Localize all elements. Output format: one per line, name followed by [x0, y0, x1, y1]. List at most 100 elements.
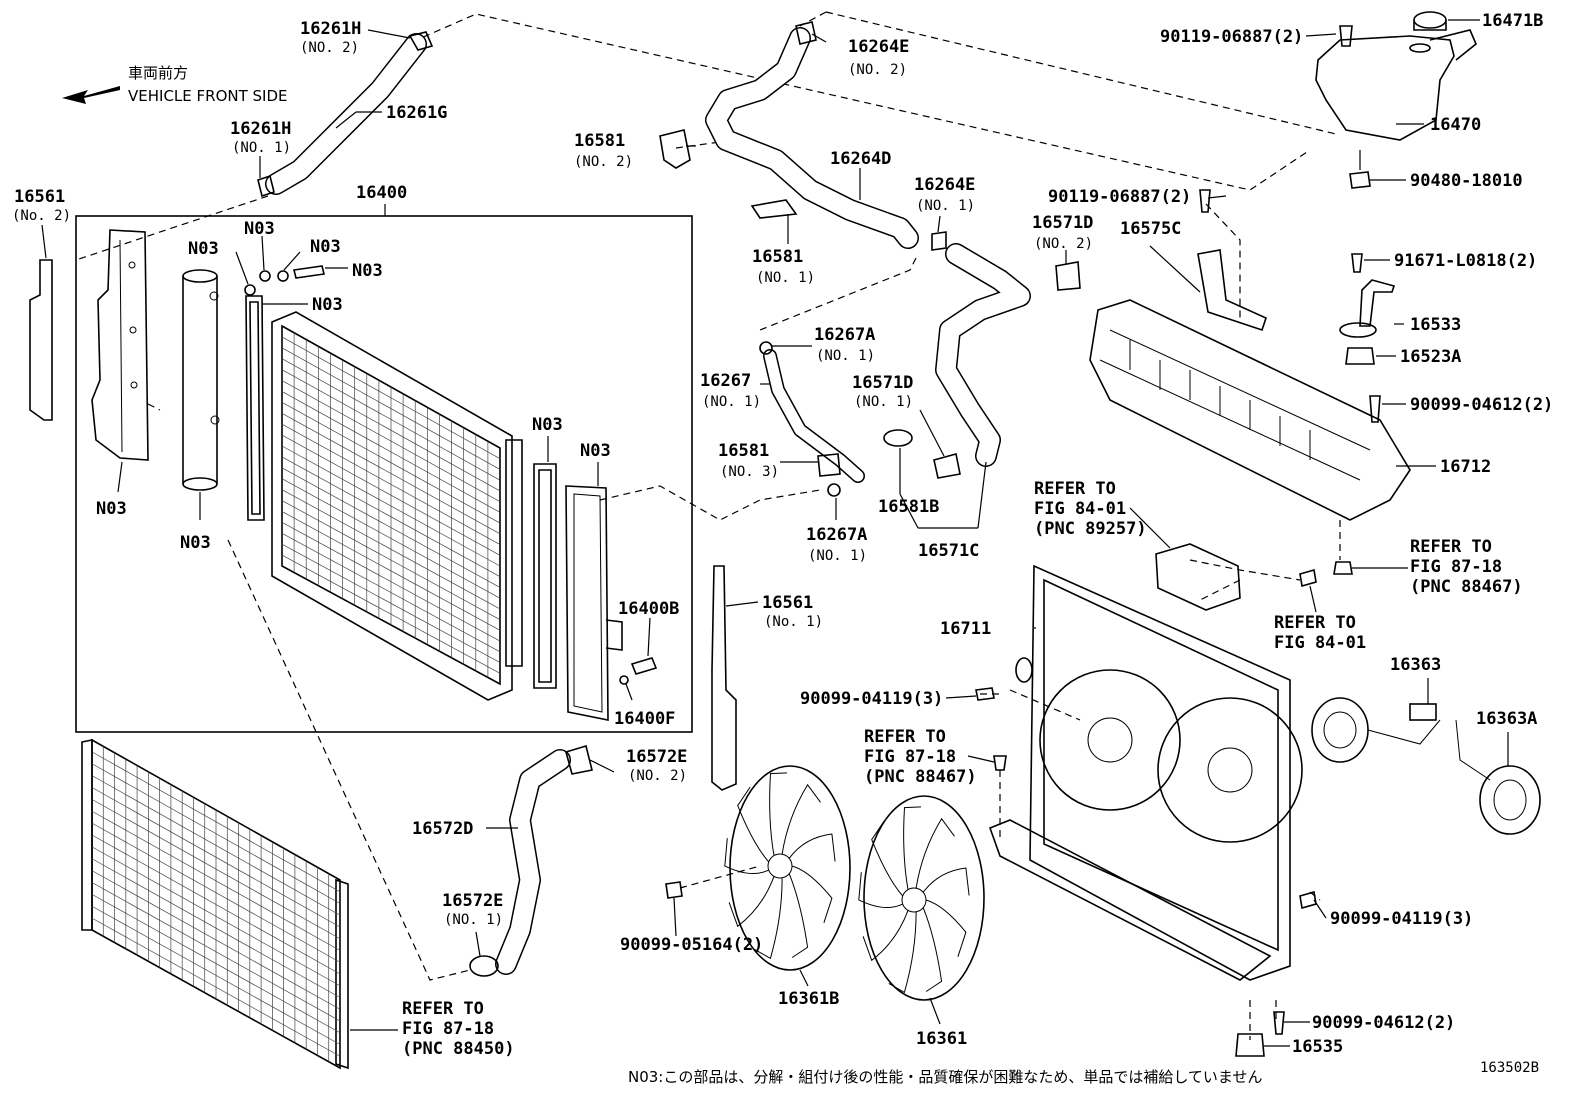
refer-87-18-right-l1: REFER TO	[1410, 537, 1492, 557]
label-90119-mid: 90119-06887(2)	[1048, 187, 1191, 207]
label-16561-no2-sub: (No. 2)	[12, 208, 71, 224]
label-n03-c: N03	[310, 237, 341, 257]
refer-87-18-right-l3: (PNC 88467)	[1410, 577, 1523, 597]
clip-16261H-no1	[257, 174, 275, 198]
label-n03-d: N03	[352, 261, 383, 281]
hose-16571C	[935, 243, 1031, 467]
label-16400: 16400	[356, 183, 407, 203]
bolt-90099-04612-top	[1369, 395, 1381, 423]
label-16363: 16363	[1390, 655, 1441, 675]
refer-87-18-bottom-l2: FIG 87-18	[402, 1019, 494, 1039]
vehicle-front-arrow-icon	[62, 86, 120, 104]
refer-84-01-pnc-l2: FIG 84-01	[1034, 499, 1126, 519]
label-n03-i: N03	[580, 441, 611, 461]
label-16571D-no1-sub: (NO. 1)	[854, 394, 913, 410]
reservoir-tank	[1315, 11, 1477, 141]
nut-90099-05164	[665, 881, 683, 899]
label-16561-no2: 16561	[14, 187, 65, 207]
hose-16572D	[495, 749, 571, 975]
label-90480-18010: 90480-18010	[1410, 171, 1523, 191]
label-n03-h: N03	[532, 415, 563, 435]
fan-16361	[858, 795, 985, 1001]
clip-16261H-no2	[408, 31, 434, 51]
grommet-90480	[1349, 171, 1371, 189]
label-16581-no2-sub: (NO. 2)	[574, 154, 633, 170]
label-16533: 16533	[1410, 315, 1461, 335]
cushion-16535	[1235, 1033, 1265, 1057]
label-16470: 16470	[1430, 115, 1481, 135]
refer-87-18-right-l2: FIG 87-18	[1410, 557, 1502, 577]
hose-16264D	[705, 27, 919, 249]
label-16561-no1: 16561	[762, 593, 813, 613]
label-16267A-no1-bottom-sub: (NO. 1)	[808, 548, 867, 564]
label-16711: 16711	[940, 619, 991, 639]
fan-motor-16363A	[1455, 719, 1541, 835]
clip-16264E-no2	[795, 21, 817, 45]
label-16261H-no2: 16261H	[300, 19, 361, 39]
label-90099-04119-left: 90099-04119(3)	[800, 689, 943, 709]
label-90119-top: 90119-06887(2)	[1160, 27, 1303, 47]
radiator-assembly-frame	[75, 215, 693, 733]
refer-84-01-l1: REFER TO	[1274, 613, 1356, 633]
label-16571D-no2-sub: (NO. 2)	[1034, 236, 1093, 252]
label-16264E-no2-sub: (NO. 2)	[848, 62, 907, 78]
label-91671: 91671-L0818(2)	[1394, 251, 1537, 271]
bracket-16575C	[1197, 249, 1267, 332]
label-n03-b: N03	[244, 219, 275, 239]
bracket-16581-no1	[750, 199, 798, 219]
bracket-16581-no2	[659, 129, 691, 169]
fan-16361B	[724, 765, 851, 971]
label-16261H-no2-sub: (NO. 2)	[300, 40, 359, 56]
label-16581-no1: 16581	[752, 247, 803, 267]
fan-relay-module	[1155, 543, 1241, 611]
refer-87-18-mid-l3: (PNC 88467)	[864, 767, 977, 787]
label-16261H-no1: 16261H	[230, 119, 291, 139]
bracket-16581-no3	[817, 453, 841, 477]
label-90099-05164: 90099-05164(2)	[620, 935, 763, 955]
o-ring-3	[277, 270, 289, 282]
bolt-91671	[1351, 253, 1363, 273]
label-16264E-no2: 16264E	[848, 37, 909, 57]
screw-90099-04119-right	[1299, 890, 1317, 910]
label-16572E-no1-sub: (NO. 1)	[444, 912, 503, 928]
label-16572E-no2-sub: (NO. 2)	[628, 768, 687, 784]
fan-motor-16363	[1311, 697, 1441, 763]
label-16471B: 16471B	[1482, 11, 1543, 31]
clip-16264E-no1	[931, 231, 947, 251]
drain-plug	[293, 265, 325, 279]
clip-16267A-no1-bottom	[827, 483, 841, 497]
clip-refer-87-18-right	[1333, 561, 1353, 575]
radiator-core	[271, 311, 513, 701]
diagram-id: 163502B	[1480, 1060, 1539, 1076]
refer-87-18-mid-l2: FIG 87-18	[864, 747, 956, 767]
bolt-refer-84-01	[1299, 568, 1317, 588]
bolt-90099-04612-bottom	[1273, 1011, 1285, 1035]
clip-refer-87-18-mid	[993, 755, 1007, 771]
drain-cock	[630, 657, 658, 675]
drain-cock-o-ring	[619, 675, 629, 685]
label-16267A-no1-top-sub: (NO. 1)	[816, 348, 875, 364]
label-16400F: 16400F	[614, 709, 675, 729]
label-16261H-no1-sub: (NO. 1)	[232, 140, 291, 156]
label-16361B: 16361B	[778, 989, 839, 1009]
washer-16533	[1339, 322, 1377, 338]
clamp-16572E-no1	[469, 955, 499, 977]
label-16267-sub: (NO. 1)	[702, 394, 761, 410]
front-label-jp: 車両前方	[128, 64, 188, 82]
label-16575C: 16575C	[1120, 219, 1181, 239]
radiator-gasket-left	[245, 295, 265, 521]
refer-87-18-bottom-l1: REFER TO	[402, 999, 484, 1019]
leader-lines	[259, 19, 1509, 1047]
condenser	[81, 738, 349, 1070]
label-16264E-no1: 16264E	[914, 175, 975, 195]
radiator-left-tank	[91, 229, 149, 461]
o-ring-2	[259, 270, 271, 282]
bracket-16533	[1359, 279, 1396, 327]
radiator-inlet-tube	[182, 269, 220, 491]
o-ring-1	[244, 284, 256, 296]
label-n03-a: N03	[188, 239, 219, 259]
refer-87-18-bottom-l3: (PNC 88450)	[402, 1039, 515, 1059]
refer-87-18-mid-l1: REFER TO	[864, 727, 946, 747]
cushion-16523A	[1345, 347, 1375, 365]
label-16400B: 16400B	[618, 599, 679, 619]
